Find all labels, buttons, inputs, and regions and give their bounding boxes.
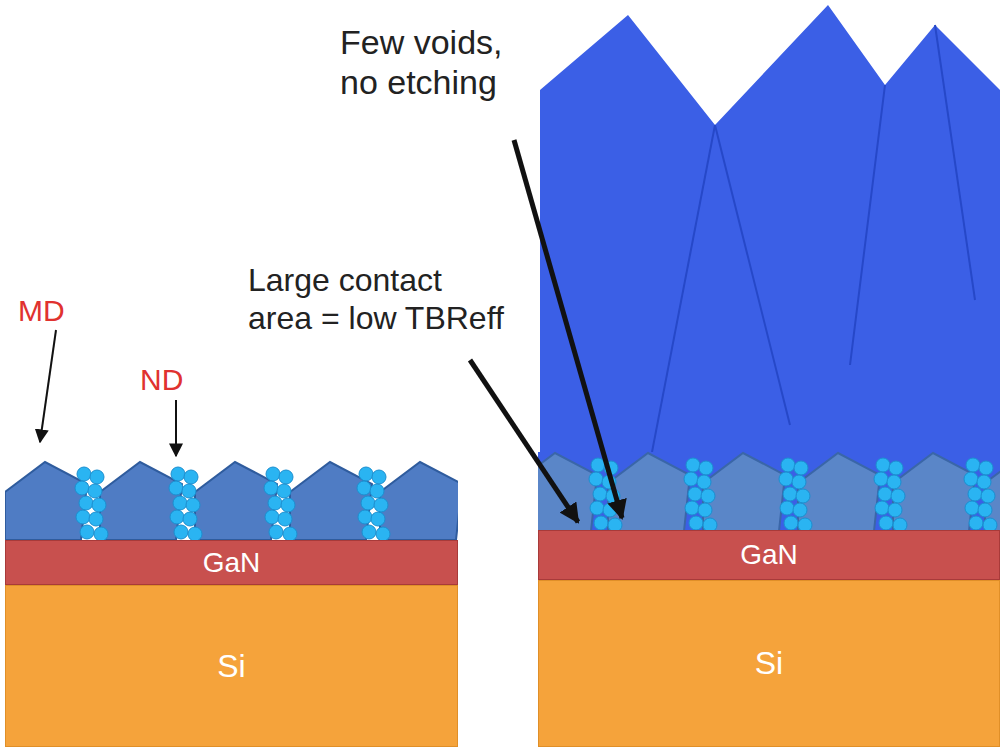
layer-name: GaN [203,547,261,579]
callout-arrow [470,360,578,522]
gan-layer: GaN [5,540,458,585]
nd-label: ND [140,362,183,397]
diamond-film-right [538,5,1000,531]
layer-name: Si [217,648,245,685]
callout-note: Large contact area = low TBReff [248,262,510,338]
leader-arrow [40,330,56,442]
si-substrate: Si [5,585,458,747]
diamond-layer-left [5,462,458,541]
leader-arrow [175,400,177,456]
layer-name: Si [755,645,783,682]
si-substrate: Si [538,580,1000,747]
layer-name: GaN [740,539,798,571]
callout-arrow [514,140,622,518]
md-label: MD [18,293,65,328]
callout-note: Few voids, no etching [340,22,530,102]
gan-layer: GaN [538,530,1000,580]
